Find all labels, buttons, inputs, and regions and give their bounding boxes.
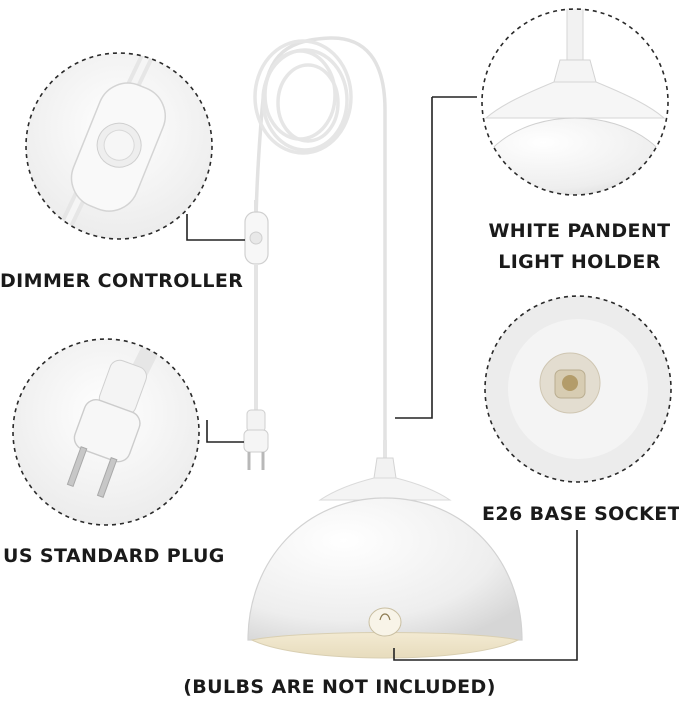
dimmer-controller-label: DIMMER CONTROLLER: [0, 270, 244, 292]
inline-plug: [243, 409, 269, 470]
bulbs-not-included-note: (BULBS ARE NOT INCLUDED): [183, 676, 496, 698]
light-holder-label-line1: WHITE PANDENT: [488, 220, 671, 242]
holder-closeup: [481, 8, 669, 196]
e26-socket-label: E26 BASE SOCKET: [482, 503, 679, 525]
socket-closeup: [484, 295, 672, 483]
light-holder-label: WHITE PANDENT LIGHT HOLDER: [480, 216, 679, 278]
light-holder-label-line2: LIGHT HOLDER: [498, 251, 661, 273]
pendant-shade: [247, 440, 523, 659]
us-plug-label: US STANDARD PLUG: [3, 545, 225, 567]
plug-closeup: [12, 338, 200, 526]
inline-dimmer: [244, 200, 269, 410]
cord-coil: [253, 36, 387, 442]
leader-lines: [186, 96, 578, 661]
dimmer-closeup: [25, 52, 213, 240]
